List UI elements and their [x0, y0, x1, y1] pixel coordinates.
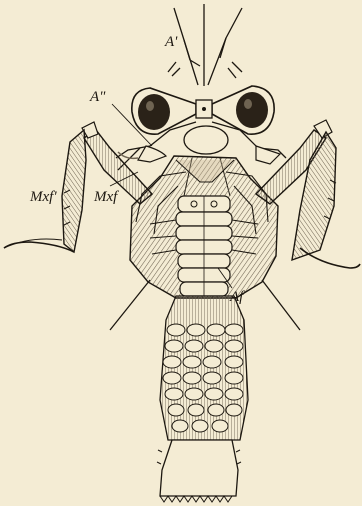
telson	[160, 440, 238, 496]
label-antennule: A'	[165, 35, 177, 50]
eye-left	[132, 88, 196, 134]
labrum	[184, 126, 228, 154]
carapace-spine-left	[110, 280, 150, 330]
carapace-spine-right	[262, 280, 300, 330]
label-maxillipede-outer: Mxf'	[30, 190, 57, 205]
antennal-scale-left	[118, 146, 166, 162]
antennule-right	[208, 8, 242, 85]
thoracic-segments	[176, 196, 232, 296]
label-antenna: A"	[90, 90, 105, 105]
label-maxillipede-inner: Mxf	[94, 190, 117, 205]
eye-right	[212, 86, 274, 134]
raptorial-claw-left	[4, 122, 152, 252]
label-abdominal-feet: Af	[230, 290, 243, 305]
